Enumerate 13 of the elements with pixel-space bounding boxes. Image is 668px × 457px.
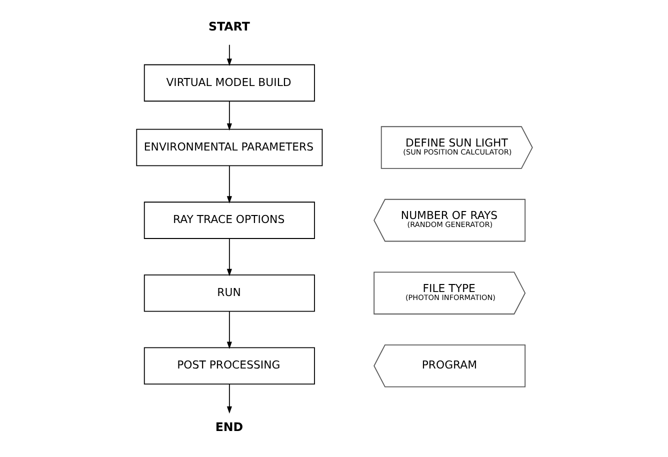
arrow xyxy=(226,384,232,414)
node-box: RUN xyxy=(143,274,314,312)
node-box: VIRTUAL MODEL BUILD xyxy=(143,64,314,102)
node-box: RAY TRACE OPTIONS xyxy=(143,202,314,239)
arrow xyxy=(226,238,232,276)
node-box: POST PROCESSING xyxy=(143,347,314,385)
node-text: END xyxy=(214,420,243,434)
arrow xyxy=(226,311,232,349)
arrow xyxy=(226,100,232,131)
node-box: ENVIRONMENTAL PARAMETERS xyxy=(136,128,322,166)
node-text: START xyxy=(208,20,250,34)
arrow xyxy=(226,44,232,66)
arrow xyxy=(226,166,232,204)
